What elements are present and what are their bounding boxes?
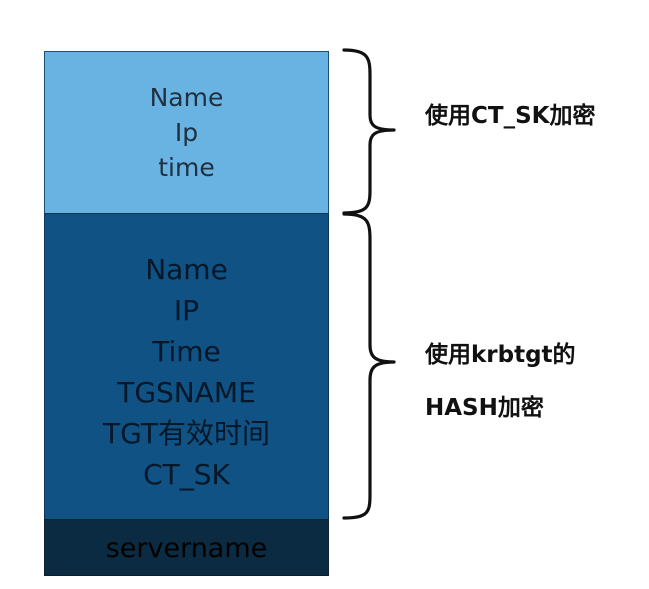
brace-top-icon bbox=[342, 48, 396, 215]
brace-middle-icon bbox=[342, 212, 396, 520]
field-time: Time bbox=[152, 334, 221, 368]
annotation-krbtgt-line1: 使用krbtgt的 bbox=[425, 342, 576, 368]
tgt-encrypted-block: Name IP Time TGSNAME TGT有效时间 CT_SK bbox=[44, 213, 329, 520]
servername-block: servername bbox=[44, 519, 329, 576]
field-ct-sk: CT_SK bbox=[143, 457, 230, 491]
annotation-krbtgt-line2: HASH加密 bbox=[425, 395, 544, 421]
field-ip: Ip bbox=[174, 118, 199, 147]
field-servername: servername bbox=[105, 533, 268, 564]
field-name: Name bbox=[145, 252, 228, 286]
field-tgsname: TGSNAME bbox=[117, 375, 256, 409]
field-tgt-validity: TGT有效时间 bbox=[103, 416, 270, 450]
field-ip: IP bbox=[173, 293, 200, 327]
field-time: time bbox=[158, 153, 215, 182]
session-key-encrypted-block: Name Ip time bbox=[44, 51, 329, 214]
field-name: Name bbox=[149, 83, 224, 112]
annotation-session-key: 使用CT_SK加密 bbox=[425, 103, 596, 129]
